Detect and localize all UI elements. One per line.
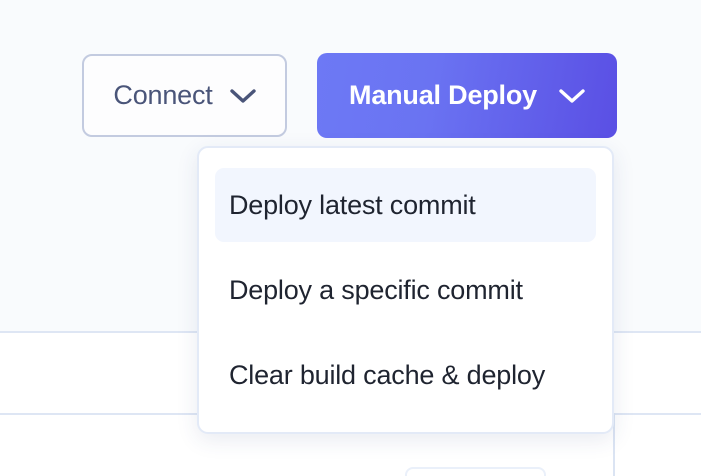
chevron-down-icon: [229, 88, 256, 104]
menu-item-deploy-specific-commit[interactable]: Deploy a specific commit: [215, 253, 596, 327]
menu-item-label: Deploy latest commit: [229, 189, 476, 220]
background-input-field[interactable]: [405, 467, 546, 476]
menu-item-clear-build-cache-and-deploy[interactable]: Clear build cache & deploy: [215, 338, 596, 412]
manual-deploy-dropdown-menu: Deploy latest commit Deploy a specific c…: [197, 146, 614, 434]
menu-item-deploy-latest-commit[interactable]: Deploy latest commit: [215, 168, 596, 242]
panel-right-edge: [613, 413, 615, 476]
manual-deploy-button-label: Manual Deploy: [349, 80, 537, 110]
menu-item-label: Clear build cache & deploy: [229, 359, 545, 390]
connect-button[interactable]: Connect: [82, 54, 287, 137]
chevron-down-icon: [559, 88, 585, 104]
menu-item-label: Deploy a specific commit: [229, 274, 523, 305]
connect-button-label: Connect: [113, 80, 213, 110]
manual-deploy-button[interactable]: Manual Deploy: [317, 53, 617, 138]
